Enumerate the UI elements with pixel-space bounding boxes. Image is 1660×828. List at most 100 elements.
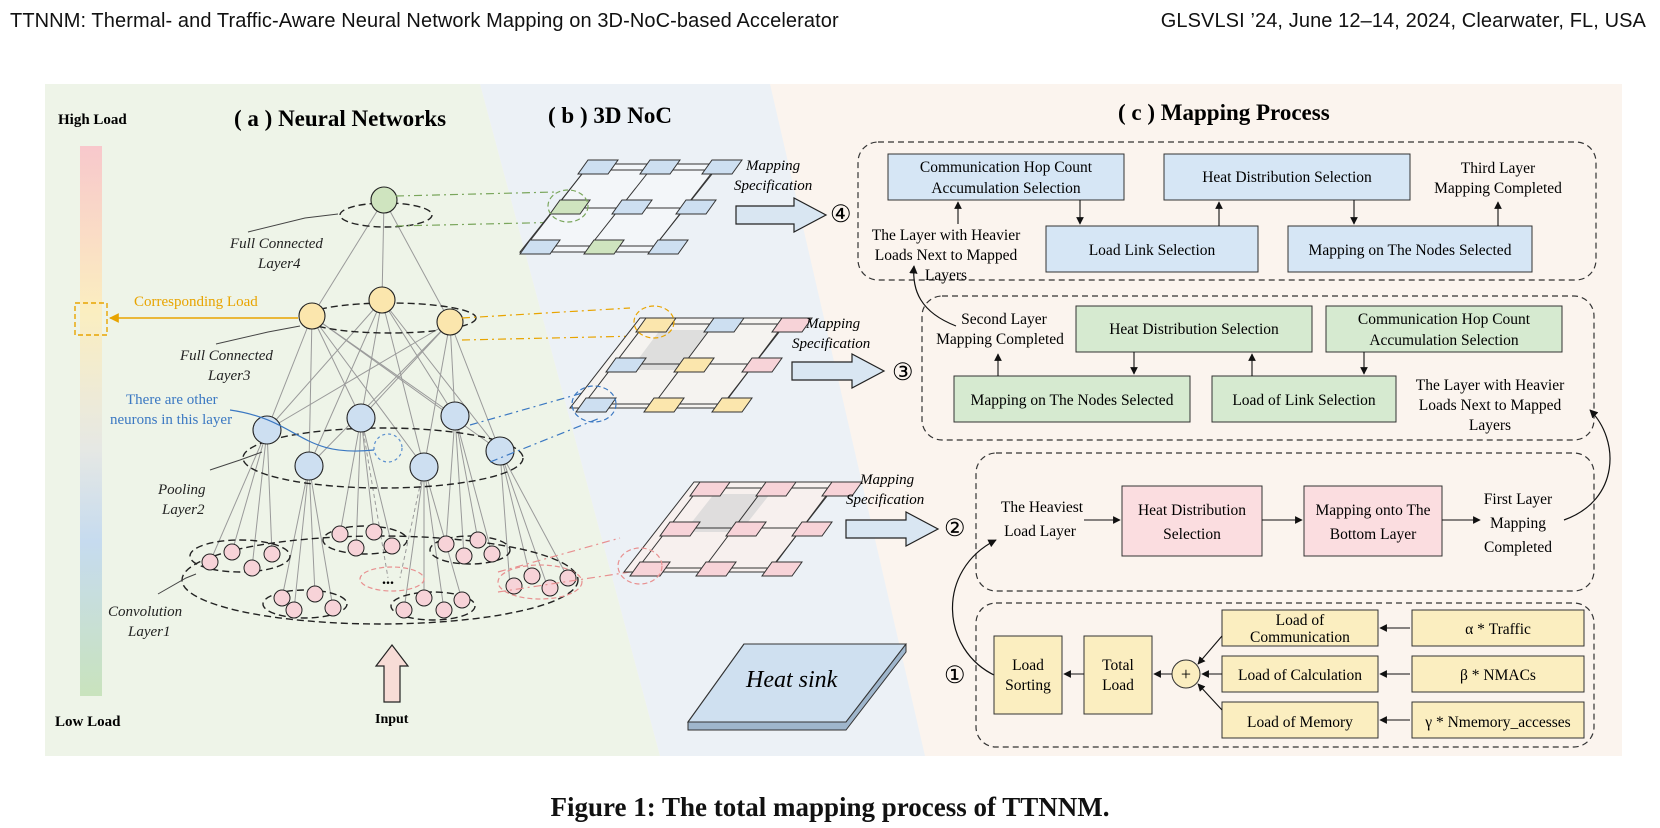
- step-marker-4: ④: [830, 202, 852, 228]
- input-label: Input: [375, 712, 409, 727]
- svg-text:Loads Next to Mapped: Loads Next to Mapped: [875, 247, 1018, 264]
- step-marker-2: ②: [944, 516, 966, 542]
- mapped-conv-ellipse: [497, 564, 583, 600]
- step3-group: Second Layer Mapping Completed Heat Dist…: [936, 305, 1565, 434]
- svg-text:Communication: Communication: [1250, 629, 1350, 646]
- corresponding-load-marker: [74, 302, 108, 336]
- step1-group: Load Sorting Total Load + Load of Commun…: [993, 609, 1585, 739]
- svg-text:Second Layer: Second Layer: [961, 311, 1047, 328]
- fc4-label-line1: Full Connected: [229, 236, 323, 252]
- label-leaders: [157, 213, 339, 595]
- svg-text:The Heaviest: The Heaviest: [1001, 499, 1084, 516]
- svg-text:Mapping onto The: Mapping onto The: [1315, 502, 1430, 519]
- svg-text:Load Link Selection: Load Link Selection: [1089, 242, 1216, 259]
- svg-text:Load of Memory: Load of Memory: [1247, 714, 1353, 731]
- svg-text:Load Layer: Load Layer: [1004, 523, 1077, 540]
- noc-layer-top: [518, 159, 743, 255]
- s4-heat-box: [1163, 153, 1411, 201]
- map-spec-2-line2: Specification: [846, 492, 924, 508]
- svg-text:Mapping: Mapping: [1490, 515, 1546, 532]
- other-neurons-line2: neurons in this layer: [110, 412, 232, 428]
- svg-text:Bottom Layer: Bottom Layer: [1330, 526, 1417, 543]
- pool-label-line2: Layer2: [161, 502, 205, 518]
- conv-label-line2: Layer1: [127, 624, 171, 640]
- heat-sink: Heat sink: [686, 643, 908, 731]
- noc-layer-middle: [568, 305, 813, 423]
- s3-comm-box: [1325, 305, 1563, 353]
- hidden-neurons-dots: ...: [382, 571, 394, 588]
- other-neurons-line1: There are other: [126, 392, 218, 408]
- svg-text:Total: Total: [1102, 657, 1134, 674]
- legend-high-label: High Load: [58, 112, 127, 128]
- hidden-pool-neuron: [373, 433, 403, 463]
- step4-group: Communication Hop Count Accumulation Sel…: [872, 153, 1562, 284]
- panel-a-title: ( a ) Neural Networks: [234, 106, 446, 131]
- panel-a-neural-networks: ( a ) Neural Networks: [74, 106, 583, 727]
- svg-text:Communication Hop Count: Communication Hop Count: [1358, 311, 1531, 328]
- svg-text:Heat Distribution Selection: Heat Distribution Selection: [1109, 321, 1279, 338]
- spec-arrows: [735, 197, 940, 547]
- s1-calc-box: [1221, 655, 1379, 693]
- load-gradient-bar: [80, 146, 102, 696]
- fc3-label-line1: Full Connected: [179, 348, 273, 364]
- hidden-neurons-ellipse: [359, 566, 425, 592]
- svg-text:γ * Nmemory_accesses: γ * Nmemory_accesses: [1424, 714, 1570, 731]
- curve-3-to-4: [909, 265, 957, 327]
- svg-text:The Layer with Heavier: The Layer with Heavier: [1416, 377, 1565, 394]
- svg-text:Load: Load: [1102, 677, 1134, 694]
- svg-text:Accumulation Selection: Accumulation Selection: [1369, 332, 1519, 349]
- noc-layer-bottom: [617, 481, 863, 585]
- s1-gamma-box: [1411, 701, 1585, 739]
- s3-heat-box: [1075, 305, 1313, 353]
- corresponding-load-label: Corresponding Load: [134, 294, 258, 310]
- svg-text:Layers: Layers: [1469, 417, 1511, 434]
- s1-mem-box: [1221, 701, 1379, 739]
- legend-low-label: Low Load: [55, 714, 121, 730]
- svg-text:Layers: Layers: [925, 267, 967, 284]
- s4-nodes-box: [1287, 225, 1533, 273]
- panel-b-title: ( b ) 3D NoC: [548, 103, 672, 128]
- step-marker-3: ③: [892, 360, 914, 386]
- map-spec-2-line1: Mapping: [859, 472, 915, 488]
- svg-text:Load of: Load of: [1276, 612, 1325, 629]
- mapping-guide-lines: [395, 191, 641, 593]
- svg-text:Load: Load: [1012, 657, 1044, 674]
- map-spec-3-line2: Specification: [792, 336, 870, 352]
- svg-text:Mapping Completed: Mapping Completed: [1434, 180, 1562, 197]
- s4-link-box: [1045, 225, 1259, 273]
- neurons-pooling: [252, 401, 515, 482]
- fc3-label-line2: Layer3: [207, 368, 251, 384]
- s1-sorting-box: [993, 635, 1063, 715]
- conv-label-line1: Convolution: [108, 604, 182, 620]
- neuron-connections: [209, 199, 569, 611]
- curve-2-to-3: [1563, 409, 1611, 521]
- panel-b-3d-noc: ( b ) 3D NoC: [518, 103, 940, 731]
- svg-text:First Layer: First Layer: [1484, 491, 1553, 508]
- svg-text:Selection: Selection: [1163, 526, 1221, 543]
- svg-text:Communication Hop Count: Communication Hop Count: [920, 159, 1093, 176]
- svg-text:+: +: [1181, 664, 1191, 684]
- step-frames: [857, 141, 1597, 748]
- svg-text:Third Layer: Third Layer: [1461, 160, 1536, 177]
- neurons-fc3: [298, 286, 464, 336]
- fc4-label-line2: Layer4: [257, 256, 301, 272]
- svg-text:Load of Calculation: Load of Calculation: [1238, 667, 1362, 684]
- step-marker-1: ①: [944, 663, 966, 689]
- s2-bottom-box: [1303, 485, 1443, 557]
- s2-heat-box: [1121, 485, 1263, 557]
- svg-text:Loads Next to Mapped: Loads Next to Mapped: [1419, 397, 1562, 414]
- svg-text:Sorting: Sorting: [1005, 677, 1051, 694]
- map-spec-4-line1: Mapping: [745, 158, 801, 174]
- curve-1-to-2: [951, 539, 997, 677]
- load-legend: High Load Low Load: [55, 112, 127, 730]
- svg-text:Mapping on The Nodes Selected: Mapping on The Nodes Selected: [971, 392, 1174, 409]
- svg-text:Heat Distribution Selection: Heat Distribution Selection: [1202, 169, 1372, 186]
- svg-text:Completed: Completed: [1484, 539, 1552, 556]
- svg-text:Load of Link Selection: Load of Link Selection: [1232, 392, 1376, 409]
- input-arrow-shape: [374, 644, 410, 703]
- panel-c-mapping-process: ( c ) Mapping Process ④ ③ ② ① Communicat…: [830, 100, 1611, 748]
- s1-total-box: [1083, 635, 1153, 715]
- other-neurons-pointer: [229, 409, 375, 452]
- figure-caption: Figure 1: The total mapping process of T…: [550, 792, 1110, 822]
